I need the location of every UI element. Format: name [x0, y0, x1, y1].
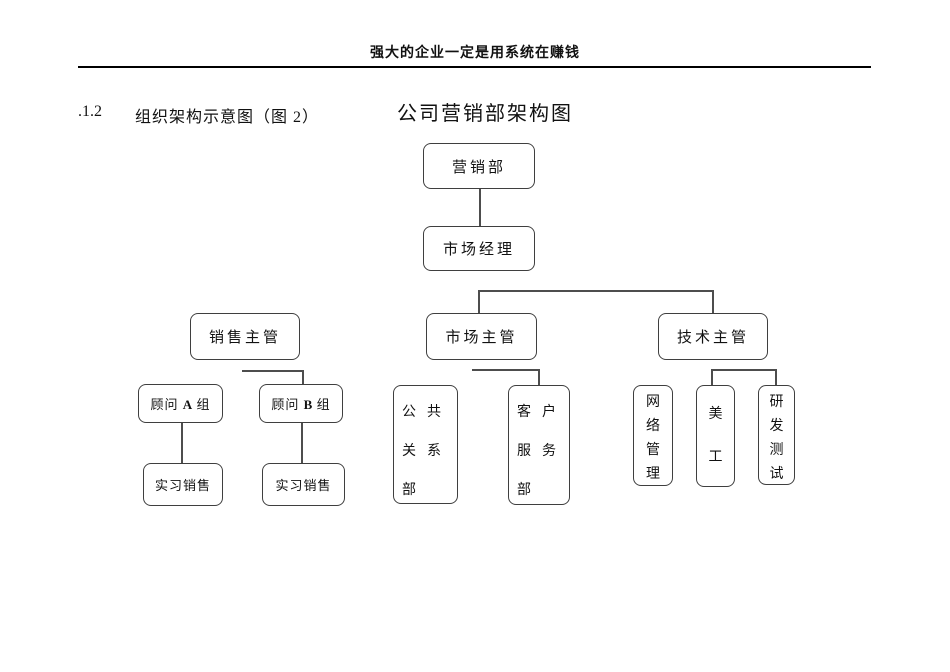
- connector-market-branch-horizontal: [472, 369, 538, 371]
- chart-title: 公司营销部架构图: [397, 103, 573, 125]
- org-node-label-network-management: 网络管理: [646, 395, 660, 482]
- org-node-tech-supervisor: 技术主管: [658, 313, 768, 360]
- org-node-label-public-relations-dept: 公共关系部: [402, 405, 452, 498]
- connector-sales-branch-horizontal: [242, 370, 302, 372]
- org-node-label-rd-testing: 研发测试: [769, 395, 784, 482]
- connector-drop-to-rd-testing: [775, 369, 777, 385]
- connector-drop-to-customer-service: [538, 369, 540, 385]
- org-node-sales-supervisor: 销售主管: [190, 313, 300, 360]
- org-node-market-supervisor: 市场主管: [426, 313, 537, 360]
- org-node-marketing-dept: 营销部: [423, 143, 535, 189]
- connector-manager-branch-horizontal: [478, 290, 712, 292]
- org-node-art-designer: 美工: [696, 385, 735, 487]
- latin-letter: B: [303, 397, 313, 412]
- org-node-label-market-supervisor: 市场主管: [445, 330, 518, 346]
- connector-consultant-b-to-intern: [301, 423, 303, 463]
- org-node-label-market-manager: 市场经理: [442, 242, 515, 258]
- org-node-label-marketing-dept: 营销部: [451, 159, 506, 176]
- org-node-label-customer-service-dept: 客户服务部: [517, 405, 567, 498]
- connector-consultant-a-to-intern: [181, 423, 183, 463]
- header-divider: [78, 66, 871, 68]
- org-node-label-tech-supervisor: 技术主管: [676, 330, 749, 346]
- org-node-label-art-designer: 美工: [708, 407, 723, 465]
- org-node-consultant-group-a: 顾问 A 组: [138, 384, 223, 423]
- connector-drop-to-market-supervisor: [478, 290, 480, 313]
- org-node-label-intern-sales-right: 实习销售: [275, 478, 332, 493]
- connector-marketing-to-manager: [479, 189, 481, 226]
- connector-drop-to-consultant-b: [302, 370, 304, 384]
- org-node-label-consultant-group-a: 顾问 A 组: [150, 397, 211, 412]
- org-node-market-manager: 市场经理: [423, 226, 535, 271]
- org-node-label-intern-sales-left: 实习销售: [154, 478, 211, 493]
- org-node-label-sales-supervisor: 销售主管: [208, 330, 281, 346]
- org-node-rd-testing: 研发测试: [758, 385, 795, 485]
- section-title: 组织架构示意图（图 2）: [135, 109, 320, 126]
- org-node-intern-sales-right: 实习销售: [262, 463, 345, 506]
- section-number: .1.2: [78, 103, 102, 120]
- org-node-customer-service-dept: 客户服务部: [508, 385, 570, 505]
- connector-drop-to-art-designer: [711, 369, 713, 385]
- org-node-label-consultant-group-b: 顾问 B 组: [271, 397, 331, 412]
- header-slogan: 强大的企业一定是用系统在赚钱: [370, 46, 580, 61]
- org-node-consultant-group-b: 顾问 B 组: [259, 384, 343, 423]
- latin-letter: A: [182, 397, 193, 412]
- org-node-network-management: 网络管理: [633, 385, 673, 486]
- org-node-intern-sales-left: 实习销售: [143, 463, 223, 506]
- connector-tech-branch-horizontal: [711, 369, 775, 371]
- connector-drop-to-tech-supervisor: [712, 290, 714, 313]
- org-node-public-relations-dept: 公共关系部: [393, 385, 458, 504]
